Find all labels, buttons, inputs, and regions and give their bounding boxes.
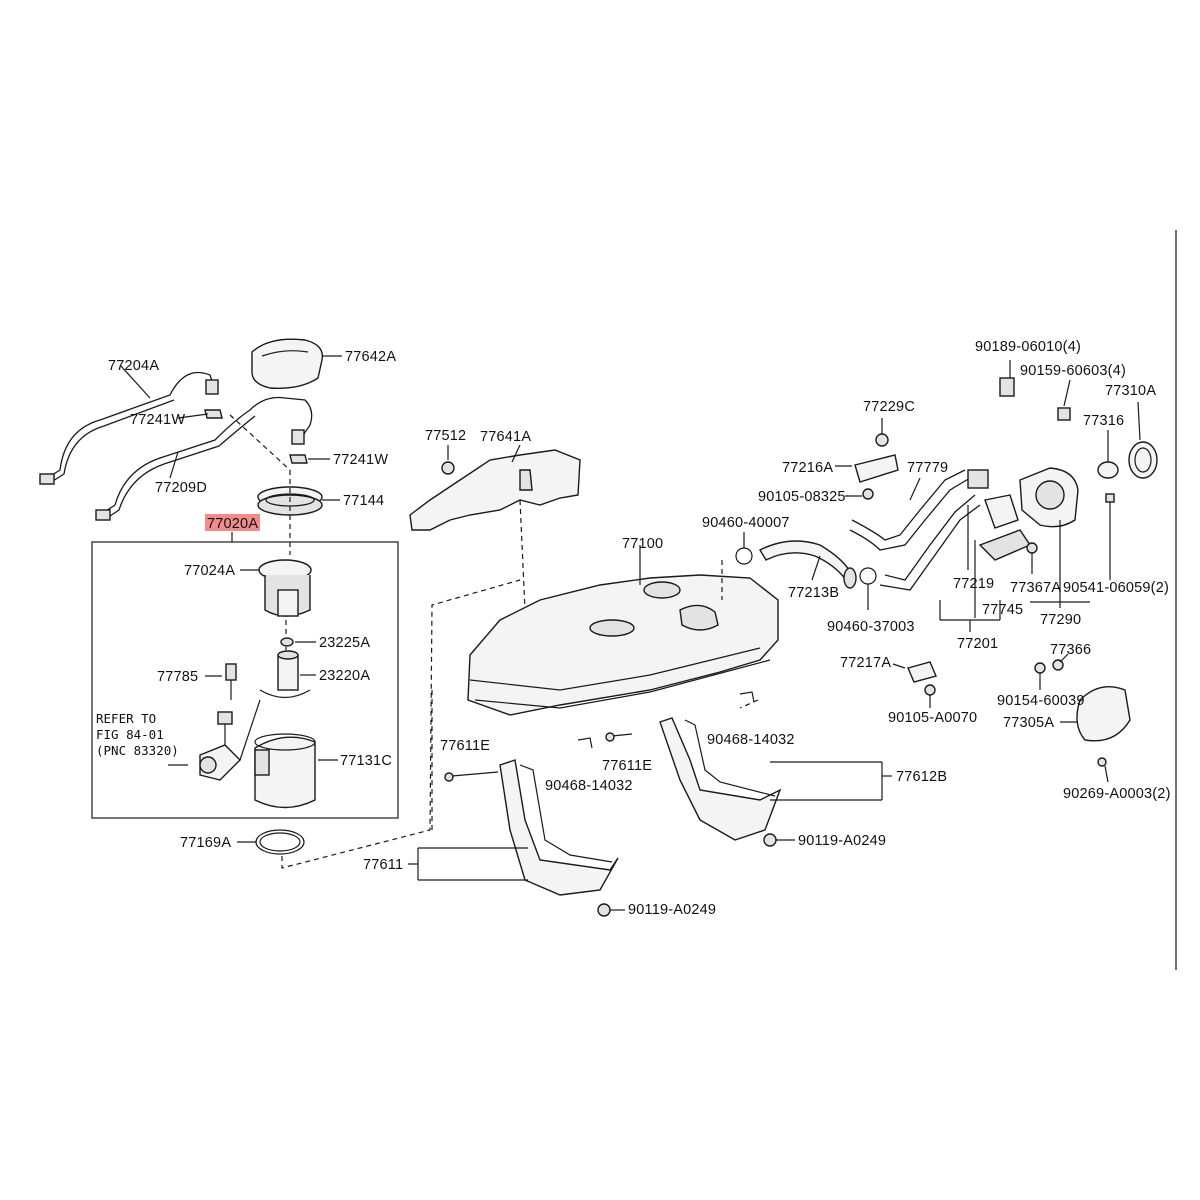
label-77785: 77785 [157,669,198,685]
pipe-clamp-part [835,418,921,501]
label-90119-A0249-upper: 90119-A0249 [798,833,886,849]
label-77290: 77290 [1040,612,1081,628]
fuel-tank-part [467,545,779,716]
callout-bracket-77201 [939,505,1001,632]
filler-hose-part [735,532,877,610]
label-90159-60603: 90159-60603(4) [1020,363,1126,379]
label-77305A: 77305A [1003,715,1054,731]
filler-pipe-part [849,469,1032,591]
note-line-3: (PNC 83320) [96,743,179,758]
label-23225A: 23225A [319,635,370,651]
highlight-box [205,514,260,531]
fuel-line-tubes [39,364,330,521]
label-77779: 77779 [907,460,948,476]
label-77204A: 77204A [108,358,159,374]
filler-opening-housing-part [999,360,1158,608]
pump-canister-part [254,733,338,809]
label-77611: 77611 [363,857,403,873]
label-77020A: 77020A [207,516,258,532]
pump-bracket-part [240,559,312,617]
label-77241W-lower: 77241W [333,452,388,468]
callout-bracket-77611 [408,847,528,881]
note-line-1: REFER TO [96,711,156,726]
assembly-box [91,541,399,819]
label-90460-37003: 90460-37003 [827,619,915,635]
lock-ring-part [257,486,340,516]
label-90154-60039: 90154-60039 [997,693,1085,709]
label-23220A: 23220A [319,668,370,684]
label-90468-14032-right: 90468-14032 [707,732,795,748]
filler-bracket-part [892,661,937,708]
label-77611E-right: 77611E [602,758,652,774]
label-77316: 77316 [1083,413,1124,429]
label-77144: 77144 [343,493,384,509]
label-90468-14032-left: 90468-14032 [545,778,633,794]
note-line-2: FIG 84-01 [96,727,164,742]
label-77216A: 77216A [782,460,833,476]
label-90460-40007: 90460-40007 [702,515,790,531]
label-77512: 77512 [425,428,466,444]
label-90105-A0070: 90105-A0070 [888,710,977,726]
tank-protector-part [409,444,581,531]
label-90541-06059: 90541-06059(2) [1063,580,1169,596]
label-77131C: 77131C [340,753,392,769]
label-77201: 77201 [957,636,998,652]
label-90269-A0003: 90269-A0003(2) [1063,786,1171,802]
label-77213B: 77213B [788,585,839,601]
label-77367A: 77367A [1010,580,1061,596]
fuel-lid-part [1034,653,1131,783]
label-77310A: 77310A [1105,383,1156,399]
label-90119-A0249-lower: 90119-A0249 [628,902,716,918]
pump-cover-part [251,338,342,389]
label-77217A: 77217A [840,655,891,671]
label-90105-08325: 90105-08325 [758,489,846,505]
label-77241W-upper: 77241W [130,412,185,428]
label-77611E-left: 77611E [440,738,490,754]
label-77366: 77366 [1050,642,1091,658]
callout-bracket-77612B [770,761,892,801]
label-77745: 77745 [982,602,1023,618]
label-77641A: 77641A [480,429,531,445]
label-77169A: 77169A [180,835,231,851]
label-77642A: 77642A [345,349,396,365]
label-77219: 77219 [953,576,994,592]
tank-strap-part [444,691,795,917]
label-77024A: 77024A [184,563,235,579]
label-77229C: 77229C [863,399,915,415]
sender-gauge-part [168,699,261,781]
label-77100: 77100 [622,536,663,552]
label-77209D: 77209D [155,480,207,496]
fuel-pump-part [259,637,316,699]
label-77612B: 77612B [896,769,947,785]
label-90189-06010: 90189-06010(4) [975,339,1081,355]
connector-part [205,663,237,700]
gasket-part [237,829,305,855]
